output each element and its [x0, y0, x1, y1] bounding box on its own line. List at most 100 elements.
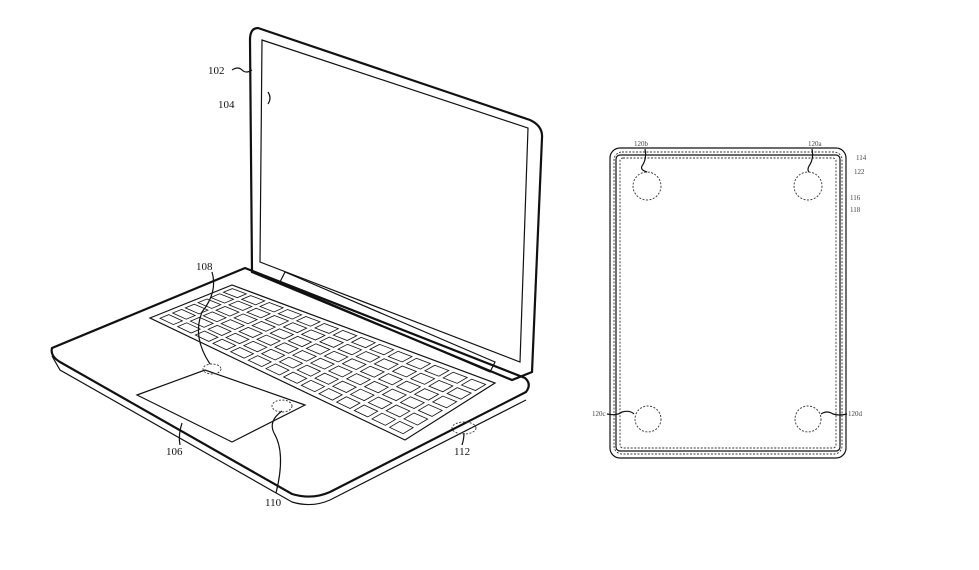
hinge: [279, 271, 496, 373]
keyboard-key: [353, 404, 379, 418]
label-106: 106: [166, 446, 183, 458]
keyboard-key: [428, 379, 454, 393]
keyboard-key: [314, 372, 340, 385]
keyboard-key: [381, 388, 408, 402]
label-122: 122: [854, 168, 865, 176]
keyboard-key: [159, 314, 184, 326]
keyboard-key: [349, 388, 375, 402]
keyboard-key: [300, 379, 326, 393]
sensor-120c: [634, 405, 662, 433]
label-120c: 120c: [592, 410, 606, 418]
keyboard-key: [305, 343, 331, 355]
keyboard-key: [189, 316, 215, 328]
label-104: 104: [218, 99, 235, 111]
sensor-120d: [794, 405, 822, 433]
keyboard-key: [287, 335, 313, 348]
keyboard-key: [251, 320, 277, 332]
keyboard-key: [220, 319, 245, 331]
keyboard-key: [399, 396, 426, 409]
keyboard-key: [335, 396, 361, 409]
keyboard-key: [345, 373, 372, 386]
keyboard-key: [233, 313, 259, 325]
label-114: 114: [856, 154, 867, 162]
keyboard-key: [385, 404, 411, 418]
keyboard-key: [176, 322, 202, 334]
keyboard-key: [274, 342, 299, 354]
keyboard-key: [238, 326, 263, 338]
keyboard-key: [371, 412, 397, 426]
keyboard-key: [359, 365, 385, 378]
sensor-120b: [632, 171, 662, 201]
device-inner-panel: [615, 154, 841, 452]
keyboard-key: [460, 378, 487, 391]
keyboard-key: [215, 306, 240, 317]
keyboard-key: [209, 293, 235, 304]
keyboard-key: [377, 373, 404, 386]
keyboard-key: [240, 295, 266, 306]
keyboard-key: [337, 343, 363, 356]
keyboard-key: [260, 348, 286, 361]
keyboard-key: [363, 380, 390, 394]
keyboard-key: [314, 323, 340, 334]
keyboard-key: [369, 343, 395, 356]
keyboard-key: [197, 298, 222, 309]
keyboard-key: [332, 329, 358, 341]
keyboard-key: [202, 311, 227, 323]
label-120a: 120a: [808, 140, 823, 148]
keyboard-key: [278, 356, 304, 369]
device-outer-edge: [609, 147, 847, 459]
keyboard-key: [417, 404, 444, 417]
keyboard-key: [367, 396, 393, 410]
keyboard-key: [355, 351, 381, 363]
keyboard-key: [247, 355, 273, 368]
label-118: 118: [850, 206, 861, 214]
keyboard-key: [327, 365, 354, 378]
keyboard-key: [282, 371, 308, 384]
keyboard-key: [446, 387, 473, 400]
keyboard-key: [207, 324, 232, 336]
trackpad: [135, 369, 307, 443]
label-102: 102: [208, 65, 225, 77]
keyboard-key: [225, 332, 250, 345]
keyboard-key: [350, 336, 377, 349]
keyboard-key: [413, 388, 440, 401]
keyboard-key: [265, 363, 290, 376]
keyboard-key: [405, 357, 432, 370]
keyboard-key: [212, 338, 237, 351]
keyboard-key: [277, 309, 303, 320]
base-front-edge: [51, 355, 527, 506]
sensor-region-110: [271, 399, 293, 413]
keyboard-key: [318, 336, 345, 348]
keyboard-key: [331, 380, 358, 393]
keyboard-key: [423, 364, 450, 377]
keyboard-key: [222, 288, 248, 299]
sensor-region-108: [202, 363, 222, 375]
keyboard-key: [403, 412, 429, 426]
keyboard-key: [256, 334, 281, 346]
keyboard-key: [184, 303, 209, 315]
label-112: 112: [454, 446, 470, 458]
keyboard-key: [431, 395, 458, 409]
keyboard-key: [269, 328, 295, 340]
label-120d: 120d: [848, 410, 863, 418]
keyboard-key: [341, 358, 367, 371]
keyboard-key: [259, 302, 285, 313]
keyboard-key: [388, 420, 415, 435]
keyboard-key: [323, 350, 349, 363]
keyboard-key: [242, 340, 268, 353]
keyboard-key: [373, 358, 399, 371]
label-108: 108: [196, 261, 213, 273]
keyboard-key: [295, 316, 321, 327]
keyboard-key: [309, 357, 336, 370]
display-screen: [259, 39, 529, 363]
keyboard-key: [291, 350, 317, 362]
keyboard-key: [387, 350, 413, 363]
keyboard-key: [391, 365, 418, 378]
keyboard-keys: [159, 288, 487, 435]
keyboard-key: [171, 308, 197, 320]
keyboard-key: [264, 315, 290, 326]
label-116: 116: [850, 194, 861, 202]
sensor-120a: [793, 171, 823, 201]
